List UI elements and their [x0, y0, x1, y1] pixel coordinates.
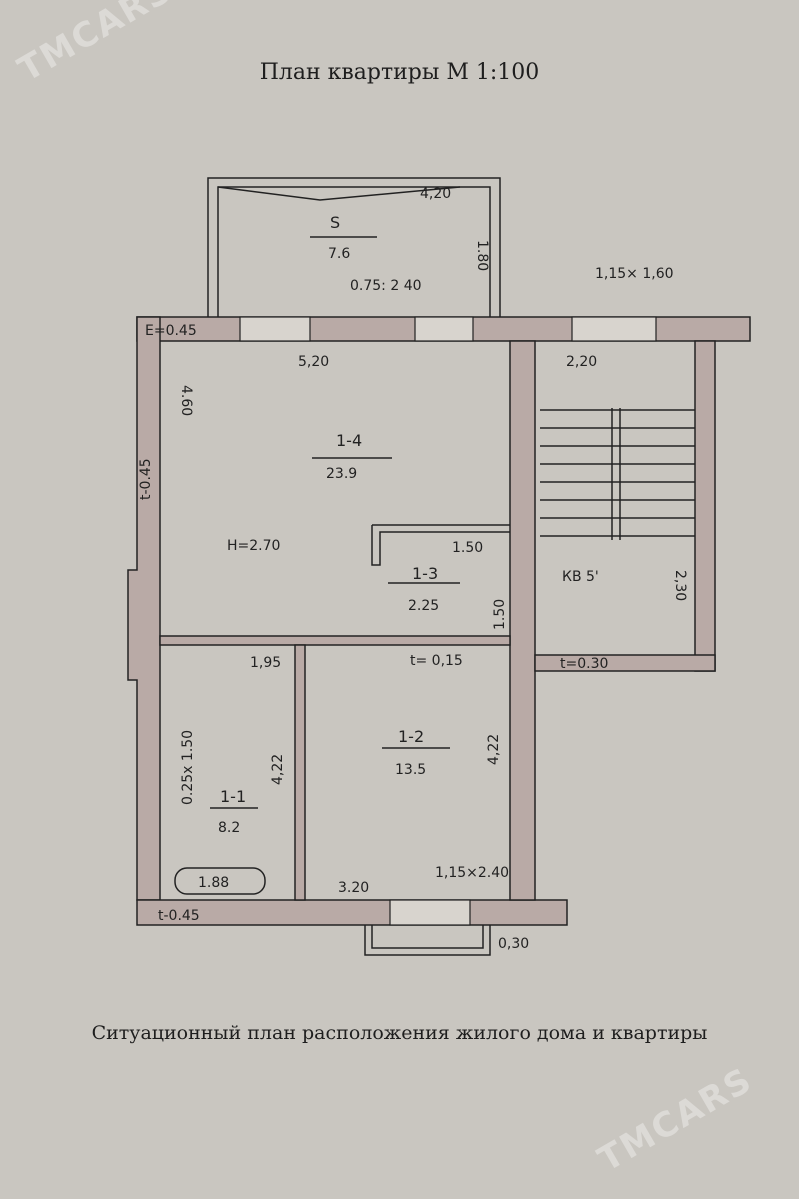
room-1-1-area: 8.2	[218, 820, 240, 836]
stairs	[210, 236, 695, 809]
stairwell-width: 2,20	[566, 354, 597, 370]
room-1-1-width: 1,95	[250, 655, 281, 671]
room-1-2-id: 1-2	[398, 727, 424, 746]
room-1-2-depth: 4,22	[486, 734, 502, 765]
balcony-door: 0.75: 2 40	[350, 278, 422, 294]
balcony-name: S	[330, 213, 340, 232]
plan-title: План квартиры М 1:100	[259, 60, 540, 85]
wall-left-thickness: t-0.45	[138, 458, 154, 500]
room-1-3-id: 1-3	[412, 564, 438, 583]
balcony-width: 4,20	[420, 186, 451, 202]
plan-caption: Ситуационный план расположения жилого до…	[91, 1022, 708, 1044]
walls	[127, 316, 751, 926]
stair-wall-thickness: t=0.30	[560, 656, 608, 672]
wall-bottom-thickness: t-0.45	[158, 908, 200, 924]
room-1-3-depth: 1.50	[492, 599, 508, 630]
room-1-4-area: 23.9	[326, 466, 357, 482]
room-1-4-id: 1-4	[336, 431, 362, 450]
stairwell-depth: 2,30	[672, 570, 688, 601]
room-height: H=2.70	[227, 538, 280, 554]
windows	[239, 316, 657, 926]
room-1-1-depth: 4,22	[270, 754, 286, 785]
room-1-3-area: 2.25	[408, 598, 439, 614]
partition-thickness: t= 0,15	[410, 653, 463, 669]
window-right-size: 1,15× 1,60	[595, 266, 674, 282]
room-1-1-window: 0.25x 1.50	[180, 730, 196, 805]
room-1-3-width: 1.50	[452, 540, 483, 556]
room-1-1-id: 1-1	[220, 787, 246, 806]
porch-depth: 0,30	[498, 936, 529, 952]
bath-length: 1.88	[198, 875, 229, 891]
wall-top-thickness: E=0.45	[145, 323, 197, 339]
balcony-outline	[174, 177, 510, 956]
room-1-4-width: 5,20	[298, 354, 329, 370]
room-1-2-door: 1,15×2.40	[435, 865, 509, 881]
stairwell-label: КВ 5'	[562, 569, 599, 585]
room-1-2-width: 3.20	[338, 880, 369, 896]
room-1-2-area: 13.5	[395, 762, 426, 778]
balcony-area: 7.6	[328, 246, 350, 262]
room-1-4-depth: 4.60	[178, 385, 194, 416]
balcony-depth: 1.80	[474, 240, 490, 271]
